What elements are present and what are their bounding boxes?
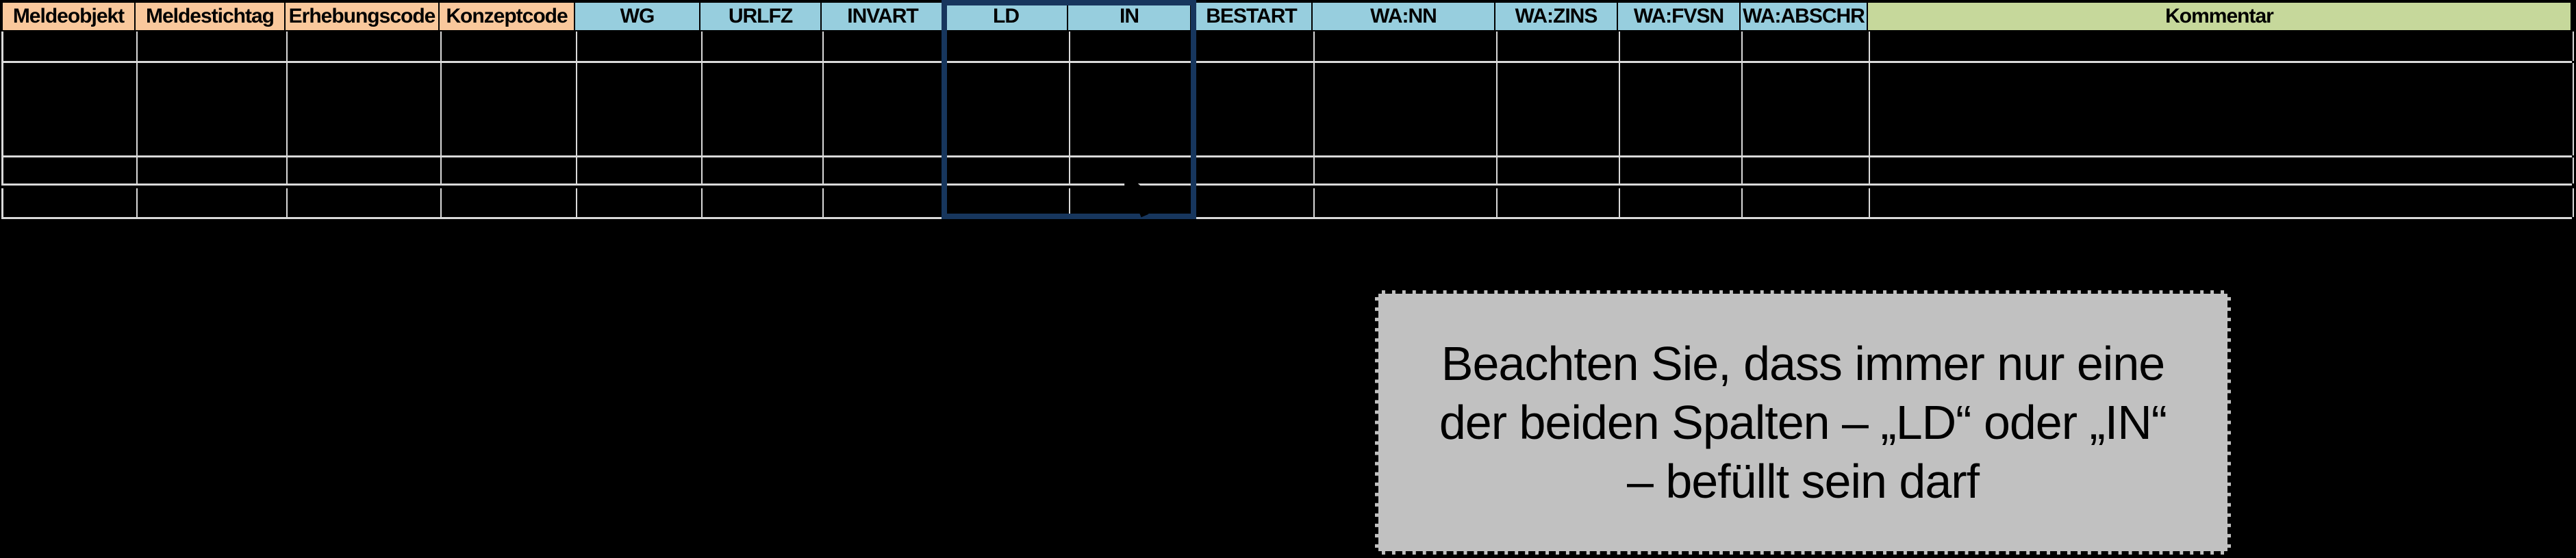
table-cell[interactable] [1070, 63, 1194, 155]
table-cell[interactable] [703, 157, 824, 183]
table-cell[interactable] [1498, 157, 1620, 183]
header-cell-wg[interactable]: WG [575, 1, 700, 31]
header-cell-meldestichtag[interactable]: Meldestichtag [136, 1, 286, 31]
header-cell-ld[interactable]: LD [945, 1, 1068, 31]
table-cell[interactable] [288, 157, 442, 183]
table-cell[interactable] [824, 63, 947, 155]
table-cell[interactable] [947, 188, 1070, 217]
table-cell[interactable] [1620, 157, 1743, 183]
table-cell[interactable] [1870, 157, 2574, 183]
table-cell[interactable] [3, 31, 138, 61]
table-cell[interactable] [1315, 157, 1498, 183]
table-cell[interactable] [1620, 188, 1743, 217]
header-cell-urlfz[interactable]: URLFZ [700, 1, 822, 31]
header-cell-wa-zins[interactable]: WA:ZINS [1495, 1, 1618, 31]
mouse-pointer-icon [1124, 171, 1157, 218]
table-cell[interactable] [947, 31, 1070, 61]
table-row [1, 188, 2574, 219]
header-cell-wa-abschr[interactable]: WA:ABSCHR [1741, 1, 1868, 31]
table-row [1, 157, 2574, 186]
table-header-row: Meldeobjekt Meldestichtag Erhebungscode … [1, 1, 2572, 31]
table-cell[interactable] [288, 63, 442, 155]
table-cell[interactable] [138, 157, 288, 183]
table-cell[interactable] [1743, 157, 1870, 183]
table-cell[interactable] [442, 63, 577, 155]
table-cell[interactable] [1315, 63, 1498, 155]
table-cell[interactable] [1870, 63, 2574, 155]
table-cell[interactable] [3, 157, 138, 183]
table-cell[interactable] [1498, 31, 1620, 61]
table-cell[interactable] [1194, 157, 1315, 183]
table-cell[interactable] [1498, 188, 1620, 217]
table-cell[interactable] [703, 31, 824, 61]
table-cell[interactable] [442, 157, 577, 183]
table-cell[interactable] [442, 188, 577, 217]
table-cell[interactable] [947, 63, 1070, 155]
table-cell[interactable] [703, 188, 824, 217]
table-cell[interactable] [138, 63, 288, 155]
callout-note: Beachten Sie, dass immer nur eine der be… [1375, 290, 2231, 555]
header-cell-in[interactable]: IN [1068, 1, 1191, 31]
table-cell[interactable] [1315, 188, 1498, 217]
callout-line: der beiden Spalten – „LD“ oder „IN“ [1439, 396, 2167, 449]
table-cell[interactable] [442, 31, 577, 61]
table-cell[interactable] [824, 188, 947, 217]
table-cell[interactable] [577, 188, 703, 217]
table-cell[interactable] [577, 63, 703, 155]
table-cell[interactable] [1194, 31, 1315, 61]
table-cell[interactable] [577, 157, 703, 183]
table-cell[interactable] [1743, 63, 1870, 155]
header-cell-kommentar[interactable]: Kommentar [1868, 1, 2572, 31]
header-cell-invart[interactable]: INVART [822, 1, 945, 31]
table-row [1, 31, 2574, 63]
table-cell[interactable] [288, 31, 442, 61]
header-cell-konzeptcode[interactable]: Konzeptcode [440, 1, 575, 31]
header-cell-meldeobjekt[interactable]: Meldeobjekt [1, 1, 136, 31]
header-cell-bestart[interactable]: BESTART [1191, 1, 1313, 31]
table-cell[interactable] [3, 63, 138, 155]
table-cell[interactable] [3, 188, 138, 217]
table-cell[interactable] [138, 188, 288, 217]
table-cell[interactable] [703, 63, 824, 155]
table-row [1, 63, 2574, 157]
table-cell[interactable] [1870, 31, 2574, 61]
table-cell[interactable] [1498, 63, 1620, 155]
table-cell[interactable] [577, 31, 703, 61]
header-cell-wa-fvsn[interactable]: WA:FVSN [1618, 1, 1741, 31]
header-cell-wa-nn[interactable]: WA:NN [1313, 1, 1495, 31]
table-cell[interactable] [1620, 31, 1743, 61]
callout-line: – befüllt sein darf [1626, 455, 1980, 508]
table-cell[interactable] [1620, 63, 1743, 155]
callout-line: Beachten Sie, dass immer nur eine [1441, 337, 2165, 390]
table-cell[interactable] [138, 31, 288, 61]
table-cell[interactable] [1070, 31, 1194, 61]
table-cell[interactable] [288, 188, 442, 217]
table-cell[interactable] [947, 157, 1070, 183]
table-cell[interactable] [1743, 188, 1870, 217]
table-cell[interactable] [1870, 188, 2574, 217]
table-cell[interactable] [824, 157, 947, 183]
table-cell[interactable] [1194, 188, 1315, 217]
table-cell[interactable] [1194, 63, 1315, 155]
header-cell-erhebungscode[interactable]: Erhebungscode [286, 1, 440, 31]
table-cell[interactable] [824, 31, 947, 61]
table-cell[interactable] [1315, 31, 1498, 61]
table-cell[interactable] [1743, 31, 1870, 61]
